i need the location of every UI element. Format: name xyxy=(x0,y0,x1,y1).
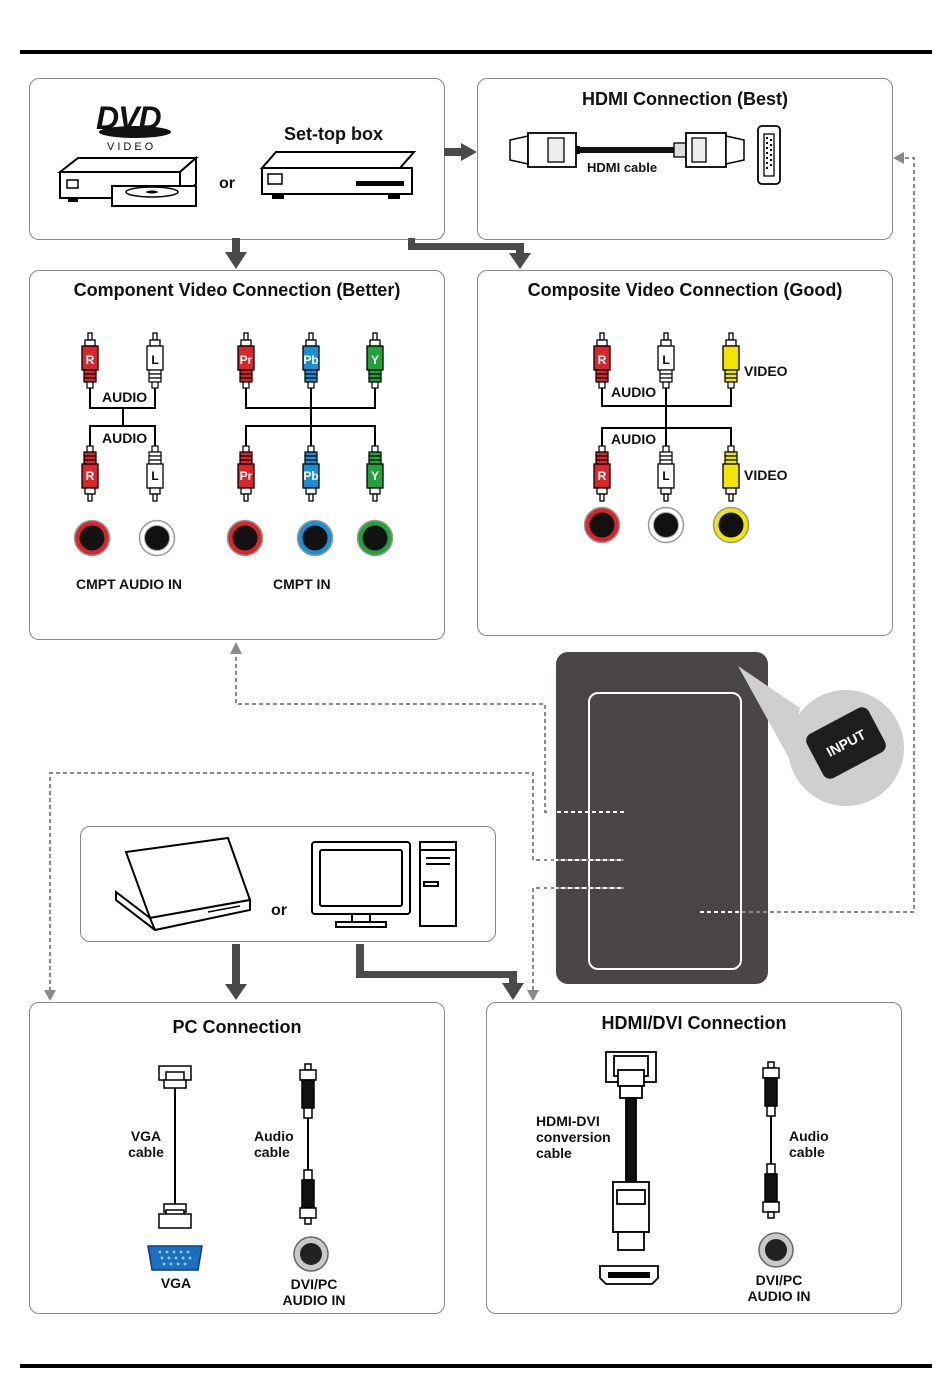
hdmi-cable-label: HDMI cable xyxy=(587,160,658,175)
component-wires xyxy=(89,388,376,446)
laptop-icon xyxy=(115,836,252,932)
tv-input-area xyxy=(588,692,742,970)
component-jacks xyxy=(73,519,394,557)
input-callout-pointer xyxy=(738,666,800,760)
vga-port-icon xyxy=(147,1245,203,1271)
composite-audio-top-label: AUDIO xyxy=(610,384,658,400)
component-plug-label-pb-bottom: Pb xyxy=(303,469,318,483)
component-plug-label-y-top: Y xyxy=(371,353,379,367)
top-rule xyxy=(20,50,932,54)
dvd-video-text: VIDEO xyxy=(107,141,157,153)
cmpt-in-label: CMPT IN xyxy=(273,576,331,592)
composite-plug-video-bottom xyxy=(722,445,740,502)
composite-plug-label-r-bottom: R xyxy=(598,469,607,483)
tv-back-panel xyxy=(556,652,768,984)
set-top-box-icon xyxy=(259,151,417,199)
composite-video-bottom-label: VIDEO xyxy=(744,467,788,483)
composite-jacks xyxy=(583,506,750,544)
hdmidvi-dvi-audio-in-label: DVI/PC AUDIO IN xyxy=(747,1272,811,1304)
dvd-player-icon xyxy=(57,155,199,207)
tv-input-ports xyxy=(540,811,740,913)
flow-arrows xyxy=(225,143,531,1000)
hdmidvi-audio-cable-label: Audio cable xyxy=(789,1128,829,1160)
cmpt-audio-in-label: CMPT AUDIO IN xyxy=(76,576,183,592)
composite-wires xyxy=(601,388,732,446)
desktop-tower-icon xyxy=(419,841,457,927)
composite-video-top-label: VIDEO xyxy=(744,363,788,379)
pc-audio-jack-icon xyxy=(293,1236,329,1272)
composite-title: Composite Video Connection (Good) xyxy=(527,280,843,300)
component-title: Component Video Connection (Better) xyxy=(73,280,401,300)
hdmi-dvi-cable-graphic xyxy=(605,1051,657,1251)
component-plug-label-y-bottom: Y xyxy=(371,469,379,483)
hdmi-port-flat-icon xyxy=(599,1265,659,1285)
component-plug-label-r-top: R xyxy=(86,353,95,367)
component-plug-label-pb-top: Pb xyxy=(303,353,318,367)
vga-port-label: VGA xyxy=(160,1275,192,1291)
vga-cable-label: VGA cable xyxy=(128,1128,164,1160)
hdmi-cable-graphic xyxy=(509,132,745,168)
dvd-logo-text: DVD xyxy=(96,100,162,136)
composite-audio-bottom-label: AUDIO xyxy=(610,431,658,447)
composite-plug-label-l-top: L xyxy=(662,353,669,367)
component-plug-label-l-top: L xyxy=(151,353,158,367)
hdmi-dvi-conversion-cable-label: HDMI-DVI conversion cable xyxy=(536,1113,611,1161)
component-audio-top-label: AUDIO xyxy=(101,389,149,405)
pc-audio-cable-graphic xyxy=(299,1063,317,1225)
composite-video-panel: Composite Video Connection (Good) xyxy=(477,270,893,636)
hdmidvi-audio-cable-graphic xyxy=(762,1061,780,1219)
computer-or-label: or xyxy=(271,902,287,919)
sources-or-label: or xyxy=(219,175,235,192)
vga-cable-graphic xyxy=(158,1065,192,1229)
pc-connection-panel: PC Connection xyxy=(29,1002,445,1314)
component-plug-label-pr-top: Pr xyxy=(240,353,253,367)
dvd-disc-logo xyxy=(99,126,171,138)
dashed-arrowheads xyxy=(44,152,904,1001)
settop-box-label: Set-top box xyxy=(284,124,383,144)
pc-audio-cable-label: Audio cable xyxy=(254,1128,294,1160)
composite-plug-label-r-top: R xyxy=(598,353,607,367)
hdmi-title: HDMI Connection (Best) xyxy=(582,89,788,109)
composite-plug-label-l-bottom: L xyxy=(662,469,669,483)
composite-plug-video-top xyxy=(722,332,740,389)
hdmi-dvi-title: HDMI/DVI Connection xyxy=(601,1013,787,1033)
hdmi-dvi-panel: HDMI/DVI Connection xyxy=(486,1002,902,1314)
desktop-monitor-icon xyxy=(311,841,411,928)
bottom-rule xyxy=(20,1364,932,1368)
pc-dvi-audio-in-label: DVI/PC AUDIO IN xyxy=(282,1276,346,1308)
component-plug-label-r-bottom: R xyxy=(86,469,95,483)
component-plug-label-l-bottom: L xyxy=(151,469,158,483)
hdmi-port-icon xyxy=(757,125,781,185)
pc-title: PC Connection xyxy=(172,1017,302,1037)
component-audio-bottom-label: AUDIO xyxy=(101,430,149,446)
component-plug-label-pr-bottom: Pr xyxy=(240,469,253,483)
hdmidvi-audio-jack-icon xyxy=(758,1232,794,1268)
